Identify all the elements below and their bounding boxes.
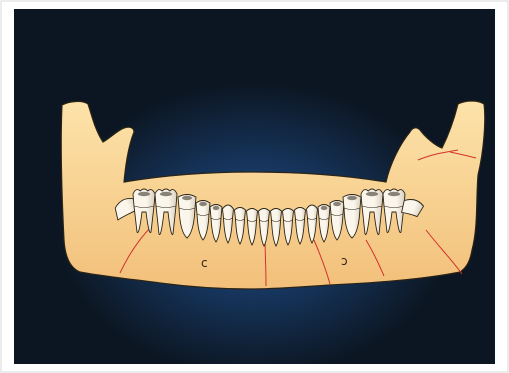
mark-right-label: ɔ [341,254,348,268]
occlusal-surface [199,202,207,206]
occlusal-surface [213,206,220,210]
occlusal-surface [321,206,328,210]
occlusal-surface [333,202,341,206]
occlusal-surface [366,192,378,196]
occlusal-surface [388,192,400,196]
mark-left-label: c [201,256,208,270]
occlusal-surface [182,196,192,200]
occlusal-surface [347,196,357,200]
occlusal-surface [138,192,150,196]
occlusal-surface [160,192,172,196]
